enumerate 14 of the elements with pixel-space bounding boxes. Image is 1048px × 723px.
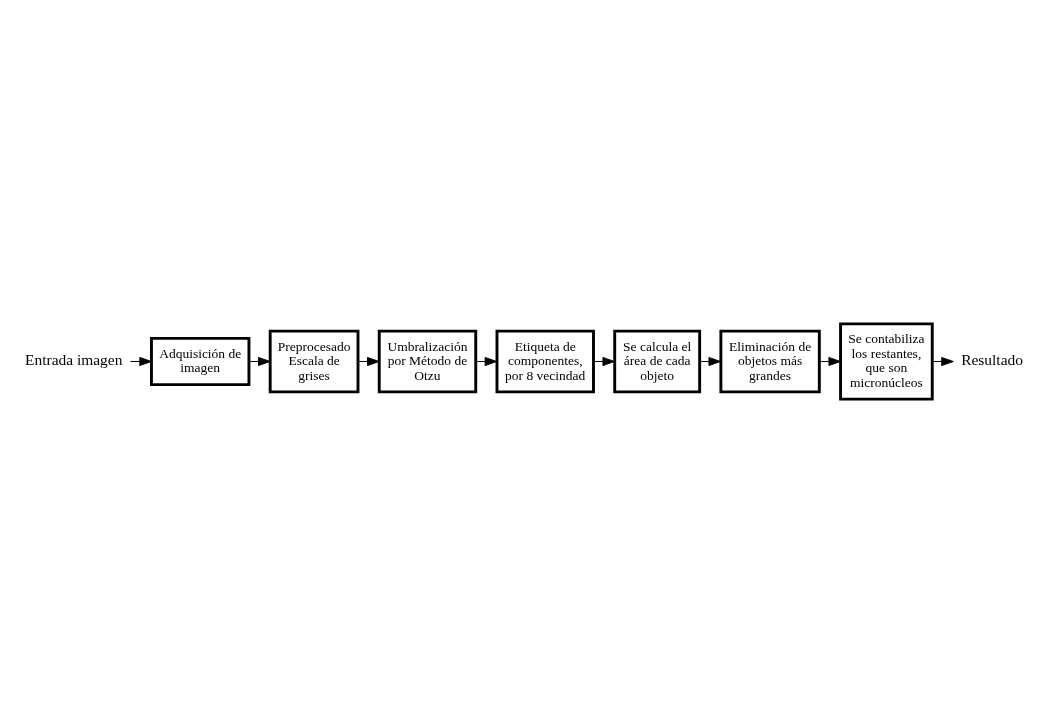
arrow — [931, 356, 954, 367]
arrow — [593, 356, 615, 367]
node-box: Se calcula el área de cada objeto — [613, 329, 702, 394]
arrow — [248, 356, 271, 367]
node-box: Umbralización por Método de Otzu — [377, 329, 478, 394]
node-box: Etiqueta de componentes, por 8 vecindad — [495, 329, 595, 394]
arrow — [357, 356, 380, 367]
node-box: Preprocesado Escala de grises — [268, 329, 360, 394]
node-text: Resultado — [961, 351, 1023, 369]
node-box: Eliminación de objetos más grandes — [719, 329, 821, 394]
node-box: Se contabiliza los restantes, que son micronúcleos — [839, 322, 934, 401]
arrow — [129, 356, 152, 367]
node-box: Adquisición de imagen — [150, 336, 251, 387]
node-text: Entrada imagen — [25, 351, 123, 369]
